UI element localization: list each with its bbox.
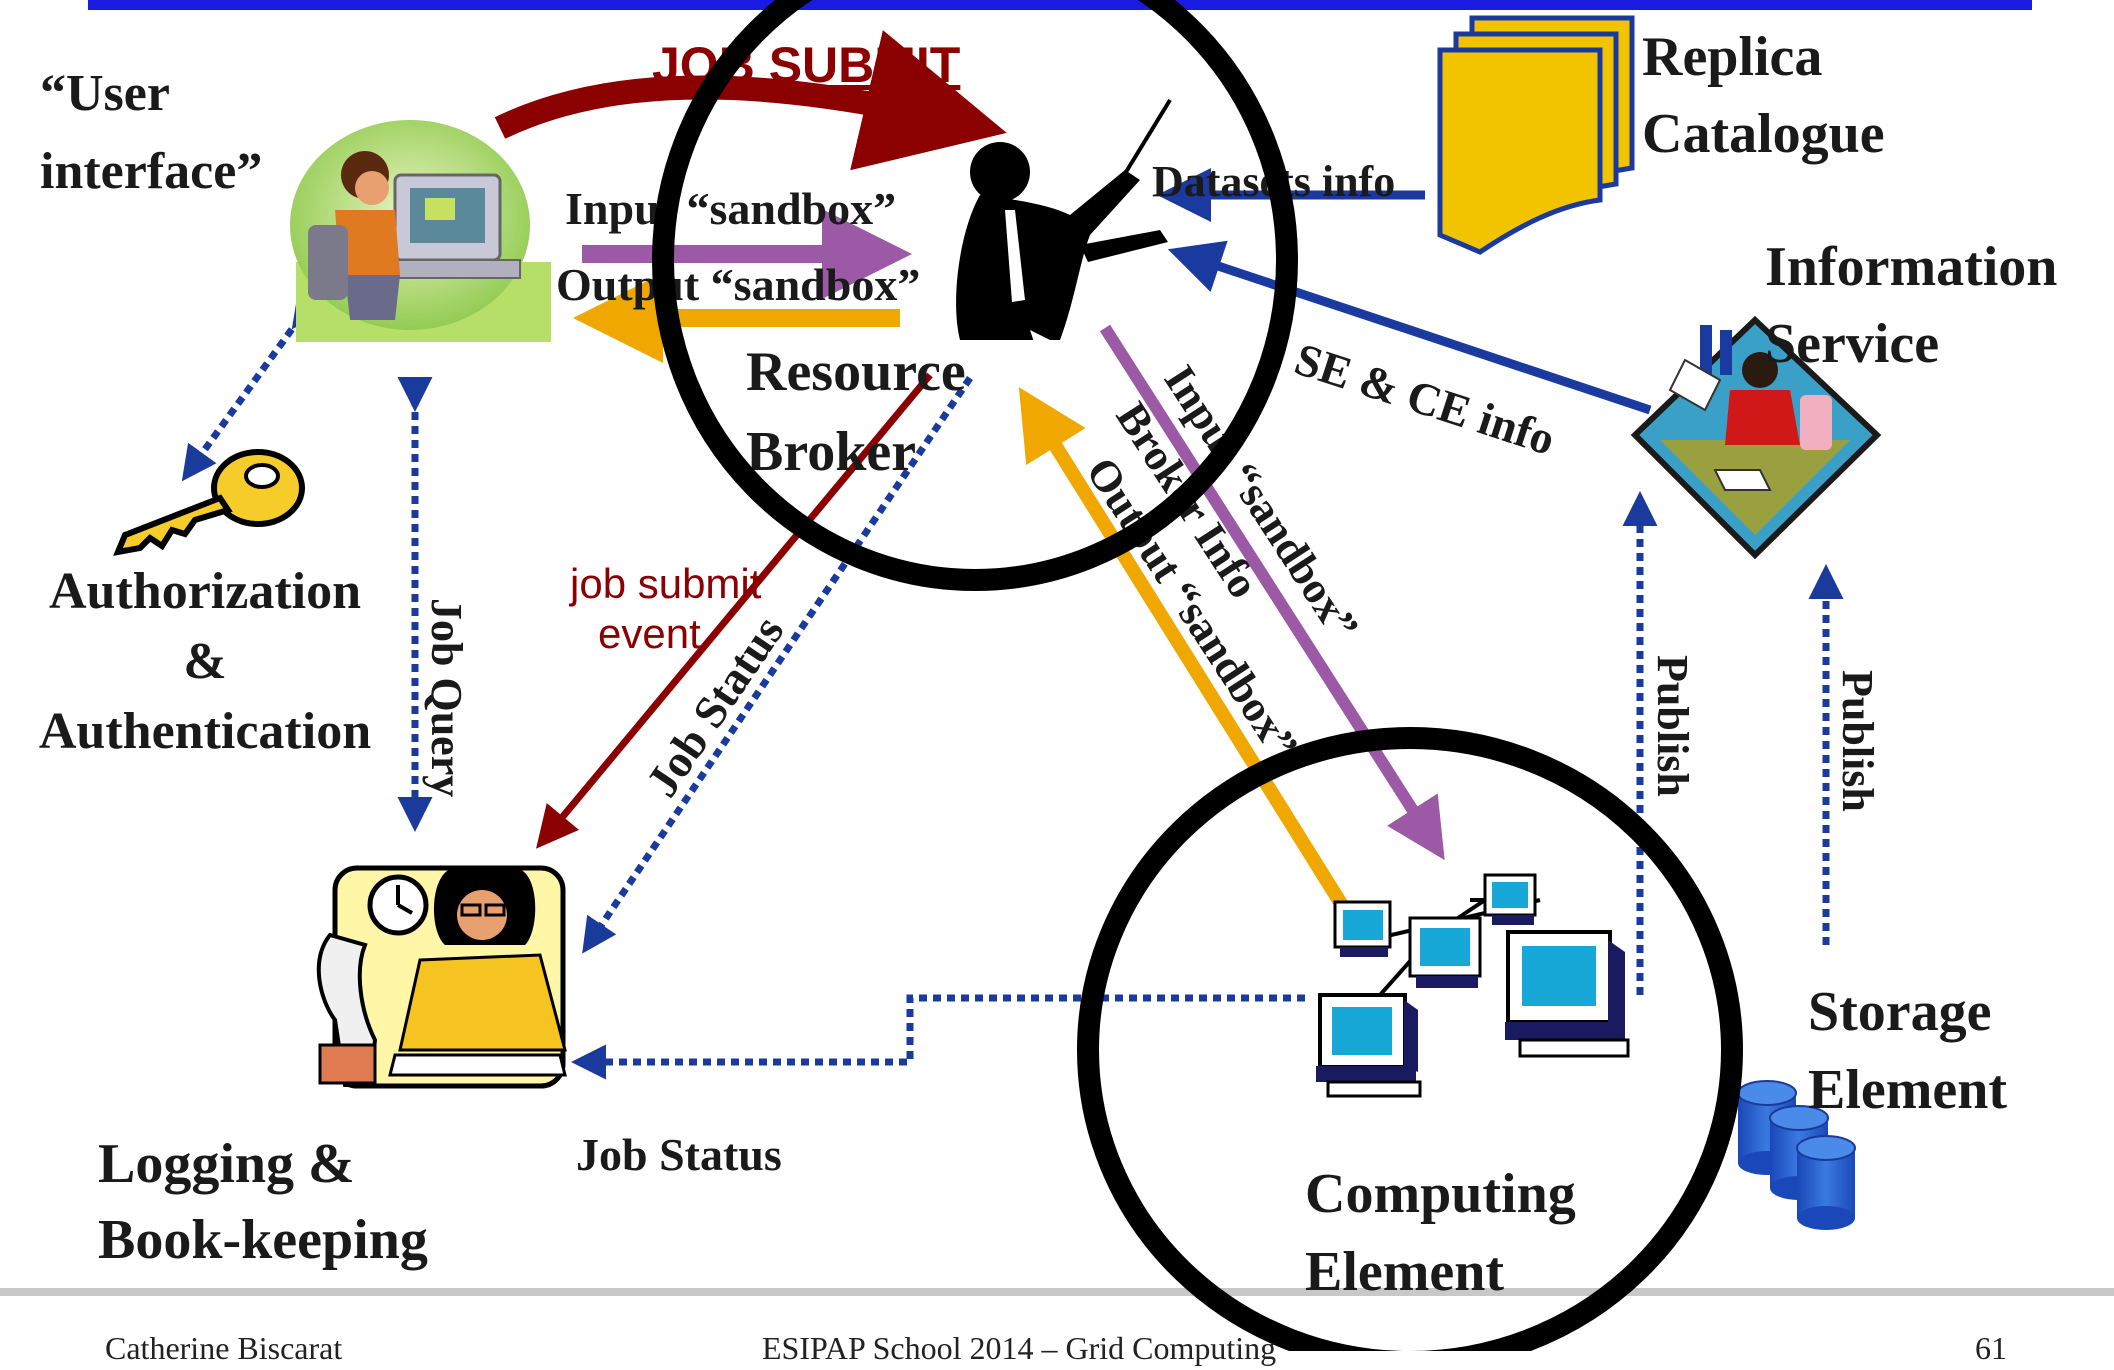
ce-output-sandbox-arrow — [1018, 387, 1351, 914]
user-interface-label-2: interface” — [40, 143, 262, 200]
footer-page-number: 61 — [1975, 1330, 2007, 1366]
computing-element-label-2: Element — [1305, 1241, 1504, 1303]
footer-author: Catherine Biscarat — [105, 1330, 343, 1366]
auth-label-1: Authorization — [49, 563, 361, 620]
resource-broker-label-2: Broker — [746, 421, 916, 483]
job-submit-event-label-2: event — [598, 610, 701, 657]
job-submit-event-arrow — [536, 372, 933, 849]
resource-broker-label-1: Resource — [746, 341, 966, 403]
input-sandbox-label: Input “sandbox” — [565, 183, 896, 234]
job-status-dotted-arrow — [582, 376, 973, 954]
ce-input-sandbox-arrow — [1099, 324, 1445, 861]
storage-element-label-1: Storage — [1808, 981, 1992, 1043]
user-at-computer-icon — [290, 120, 551, 342]
logging-bookkeeping-icon — [316, 865, 567, 1089]
content-bottom-shadow — [0, 1288, 2114, 1296]
job-submit-arrow — [494, 30, 1007, 171]
se-ce-info-arrow — [1167, 240, 1652, 415]
publish-se-label: Publish — [1833, 670, 1882, 812]
computing-element-highlight-circle — [1077, 727, 1743, 1351]
logging-label-2: Book-keeping — [98, 1209, 428, 1271]
computing-element-label-1: Computing — [1305, 1163, 1576, 1225]
output-sandbox-label: Output “sandbox” — [556, 259, 920, 310]
information-service-label-2: Service — [1765, 313, 1939, 375]
information-service-icon — [1630, 315, 1882, 560]
job-submit-label: JOB SUBMIT — [652, 37, 960, 93]
conductor-icon — [956, 98, 1172, 345]
auth-label-3: Authentication — [39, 703, 371, 760]
header-bar — [88, 0, 2032, 10]
publish-ce-label: Publish — [1648, 655, 1697, 797]
job-submit-event-label-1: job submit — [568, 560, 762, 607]
replica-label-1: Replica — [1642, 26, 1822, 88]
key-icon — [113, 449, 305, 556]
information-service-label-1: Information — [1765, 236, 2057, 298]
auth-label-2: & — [183, 633, 226, 690]
auth-dotted-arrow — [181, 290, 327, 482]
job-query-label: Job Query — [422, 598, 471, 797]
ce-job-status-dotted-arrow — [571, 994, 1305, 1080]
computer-cluster-icon — [1316, 873, 1630, 1098]
user-interface-label-1: “User — [40, 65, 170, 122]
se-ce-info-label: SE & CE info — [1289, 333, 1561, 465]
logging-label-1: Logging & — [98, 1133, 355, 1195]
resource-broker-highlight-circle — [652, 0, 1298, 591]
storage-element-label-2: Element — [1808, 1059, 2007, 1121]
job-status-bottom-label: Job Status — [576, 1129, 782, 1180]
footer-event: ESIPAP School 2014 – Grid Computing — [762, 1330, 1277, 1366]
replica-catalogue-icon — [1437, 15, 1635, 255]
replica-label-2: Catalogue — [1642, 103, 1885, 165]
